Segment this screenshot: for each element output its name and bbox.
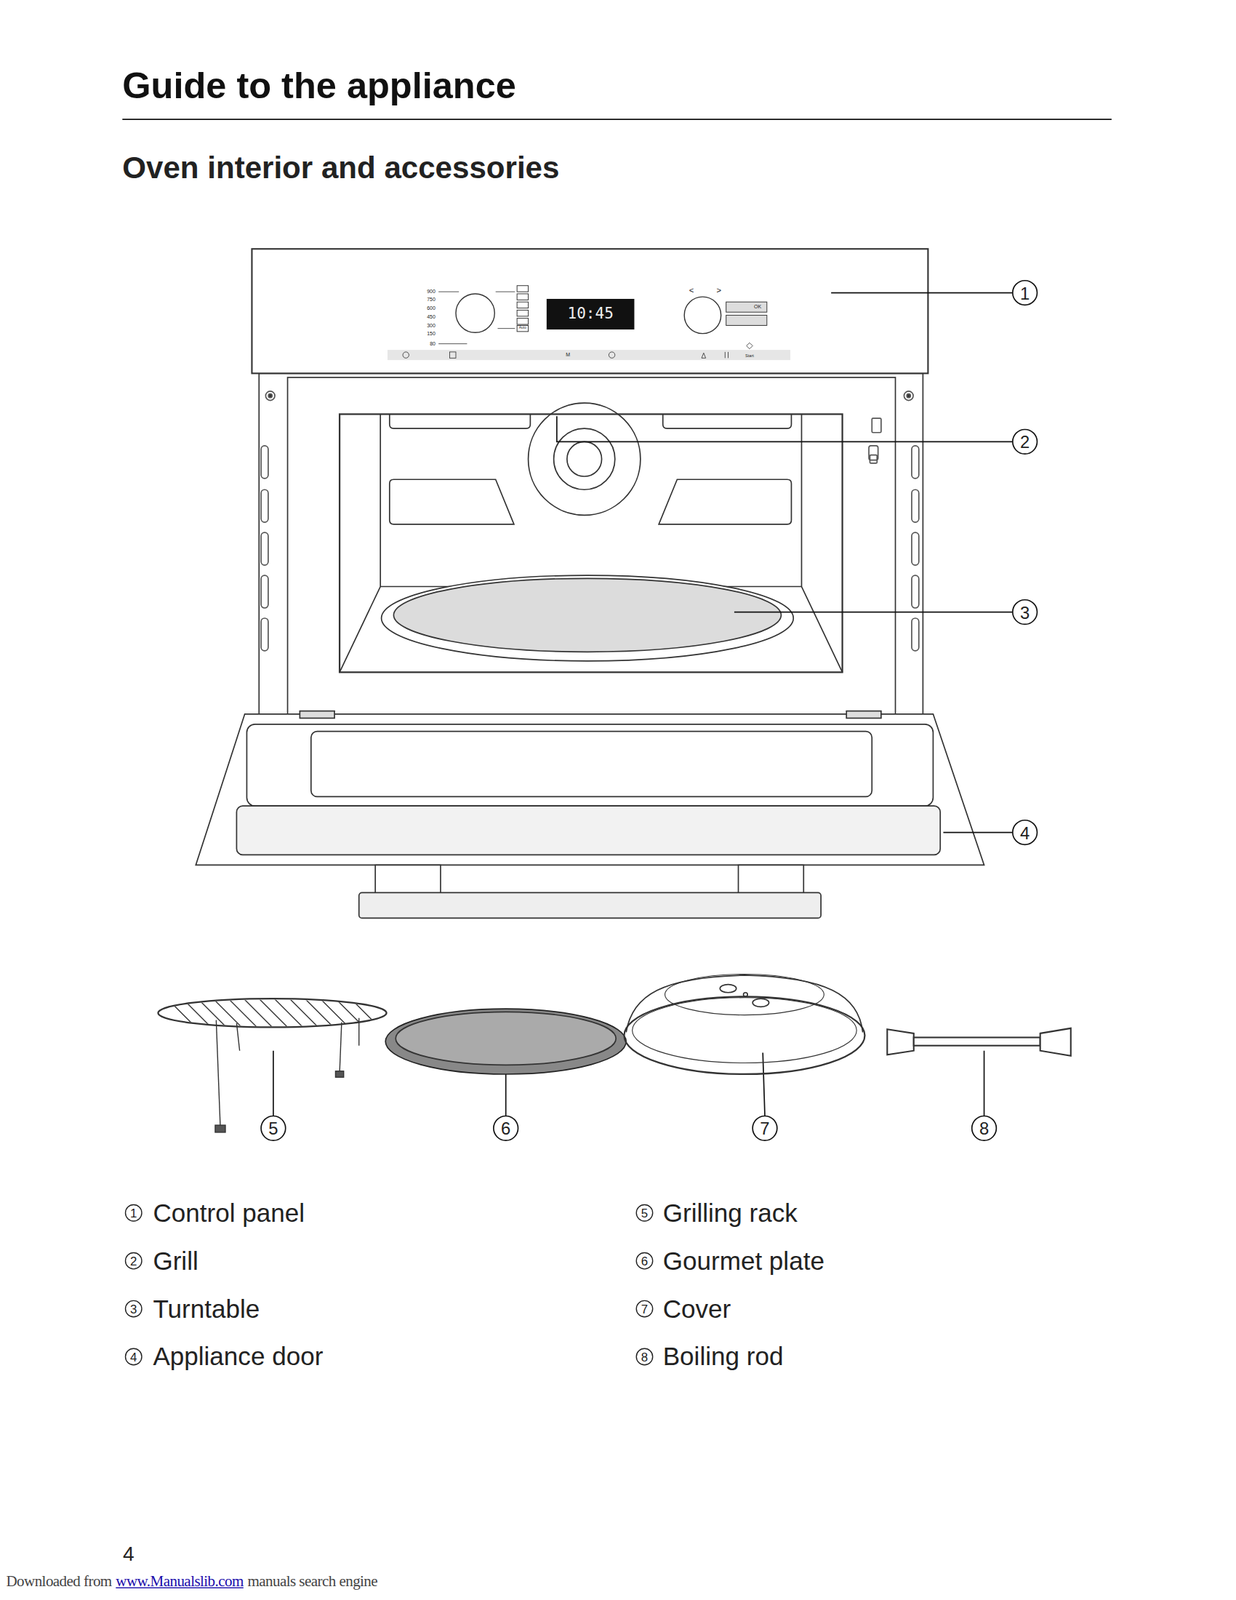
panel-marking: < [689,286,695,295]
page-number: 4 [122,1542,135,1564]
legend-number: 8 [636,1347,654,1366]
power-level: 150 [426,330,436,336]
power-level: 450 [426,314,436,320]
footer-line: Downloaded fromwww.Manualslib.commanuals… [5,1573,378,1589]
callout-number: 1 [1020,285,1030,303]
panel-marking: Auto [519,326,527,331]
panel-marking: Start [745,354,754,359]
footer-text: manuals search engine [247,1573,378,1589]
callout-number: 6 [500,1120,511,1138]
legend-number: 7 [636,1299,654,1318]
panel-marking: > [716,286,722,295]
power-level: 300 [426,322,436,328]
legend-number: 1 [125,1204,143,1222]
legend-number: 5 [636,1204,654,1222]
callout-number: 2 [1020,434,1030,452]
legend-text: Control panel [152,1199,305,1226]
callout-number: 3 [1020,604,1030,622]
legend-number: 3 [125,1299,143,1318]
callout-number: 7 [759,1120,770,1138]
page-title: Guide to the appliance [122,67,517,104]
legend-number: 6 [636,1251,654,1270]
legend-text: Grilling rack [663,1199,798,1226]
callout-number: 5 [268,1120,278,1138]
legend-text: Grill [152,1247,198,1274]
legend-text: Boiling rod [663,1343,784,1370]
power-level: 600 [426,305,436,311]
callout-number: 4 [1020,824,1030,842]
legend-text: Turntable [152,1295,260,1322]
power-level: 80 [429,340,436,347]
section-heading: Oven interior and accessories [122,152,560,184]
legend-text: Cover [663,1295,732,1322]
display-time: 10:45 [567,306,613,322]
legend-text: Gourmet plate [663,1247,825,1274]
legend-text: Appliance door [152,1343,323,1370]
callout-number: 8 [979,1120,989,1138]
panel-marking: OK [753,304,762,310]
legend-number: 4 [125,1347,143,1366]
footer-link: www.Manualslib.com [115,1573,244,1589]
panel-marking: M [565,352,571,358]
legend-number: 2 [125,1251,143,1270]
footer-text: Downloaded from [5,1573,112,1589]
power-level: 900 [426,289,436,295]
power-level: 750 [426,297,436,303]
